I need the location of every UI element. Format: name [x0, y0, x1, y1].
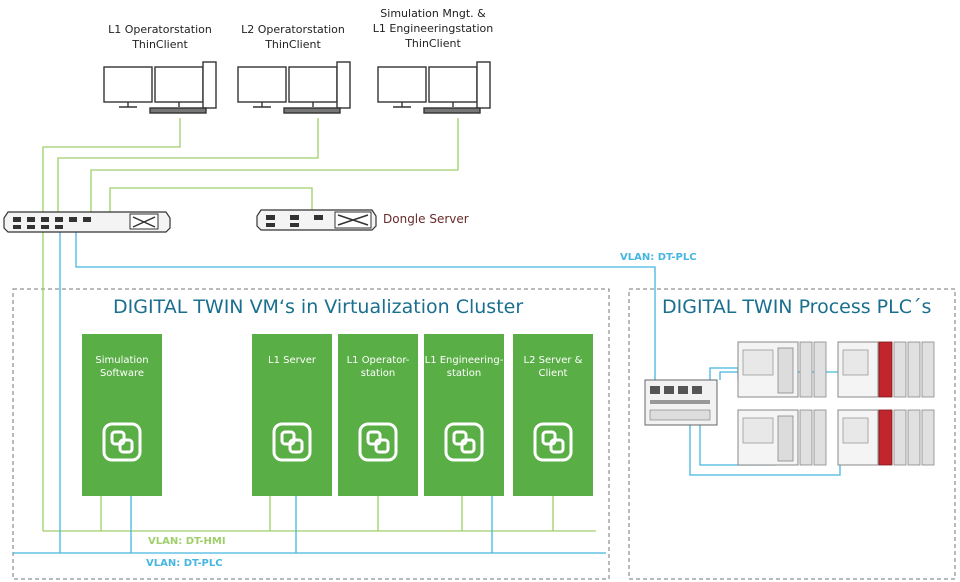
workstation-1-line-2: ThinClient	[132, 38, 188, 51]
vm-l2-line-2: Client	[538, 368, 568, 379]
vm-logo-icon	[102, 422, 142, 462]
vm-l1-engineering-line-1: L1 Engineering-	[424, 355, 504, 366]
vm-simulation-label: Simulation Software	[82, 354, 162, 380]
plc-cluster-title: DIGITAL TWIN Process PLC´s	[662, 296, 932, 318]
dongle-server-label: Dongle Server	[383, 212, 469, 226]
workstation-3-line-1: Simulation Mngt. &	[380, 7, 486, 20]
vm-l1-engineering-label: L1 Engineering- station	[424, 354, 504, 380]
workstation-3-label: Simulation Mngt. & L1 Engineeringstation…	[368, 6, 498, 51]
hmi-wire-dongle	[109, 187, 313, 212]
vm-logo-icon	[533, 422, 573, 462]
plc-rack-1-icon	[737, 341, 827, 398]
workstation-2-icon	[237, 61, 351, 114]
vlan-plc-bottom-label: VLAN: DT-PLC	[146, 558, 223, 569]
vlan-top-label: VLAN: DT-PLC	[620, 252, 697, 263]
vm-l1-operator-label: L1 Operator- station	[338, 354, 418, 380]
dongle-server-icon	[256, 209, 377, 231]
vm-l1-server: L1 Server	[252, 334, 332, 496]
vm-simulation-line-1: Simulation	[95, 355, 149, 366]
workstation-2-line-1: L2 Operatorstation	[241, 23, 345, 36]
vm-simulation-line-2: Software	[99, 368, 145, 379]
vm-l1-server-label: L1 Server	[252, 354, 332, 367]
workstation-1-line-1: L1 Operatorstation	[108, 23, 212, 36]
vm-cluster-title: DIGITAL TWIN VM‘s in Virtualization Clus…	[113, 296, 524, 318]
vm-l2-line-1: L2 Server &	[523, 355, 583, 366]
vm-l1-engineering-line-2: station	[446, 368, 482, 379]
vm-l1-operator-line-1: L1 Operator-	[346, 355, 410, 366]
plc-cluster-border	[628, 288, 956, 580]
hmi-wire-ws1	[42, 118, 181, 212]
hmi-wire-ws2	[57, 118, 319, 212]
vm-logo-icon	[444, 422, 484, 462]
workstation-3-line-3: ThinClient	[405, 37, 461, 50]
vm-cluster-border	[12, 288, 610, 580]
workstation-1-icon	[103, 61, 217, 114]
workstation-3-icon	[377, 61, 491, 114]
network-switch-icon	[3, 211, 171, 233]
workstation-1-label: L1 Operatorstation ThinClient	[100, 22, 220, 52]
vm-l2-label: L2 Server & Client	[513, 354, 593, 380]
vm-logo-icon	[358, 422, 398, 462]
workstation-3-line-2: L1 Engineeringstation	[372, 22, 494, 35]
plc-rack-3-icon	[737, 409, 827, 466]
vm-l1-server-line-1: L1 Server	[268, 355, 316, 366]
plc-wire-top	[75, 232, 656, 380]
hmi-wire-ws3	[90, 118, 459, 212]
workstation-2-label: L2 Operatorstation ThinClient	[233, 22, 353, 52]
plc-network-module-icon	[644, 379, 718, 426]
vm-l2-server-client: L2 Server & Client	[513, 334, 593, 496]
plc-rack-2-icon	[837, 341, 935, 398]
workstation-2-line-2: ThinClient	[265, 38, 321, 51]
plc-rack-4-icon	[837, 409, 935, 466]
plc-wire-c	[709, 367, 739, 380]
vm-l1-operator-line-2: station	[360, 368, 396, 379]
vm-logo-icon	[272, 422, 312, 462]
vm-l1-operatorstation: L1 Operator- station	[338, 334, 418, 496]
vlan-hmi-label: VLAN: DT-HMI	[148, 536, 226, 547]
vm-simulation-software: Simulation Software	[82, 334, 162, 496]
vm-l1-engineeringstation: L1 Engineering- station	[424, 334, 504, 496]
plc-wire-a	[689, 395, 841, 476]
